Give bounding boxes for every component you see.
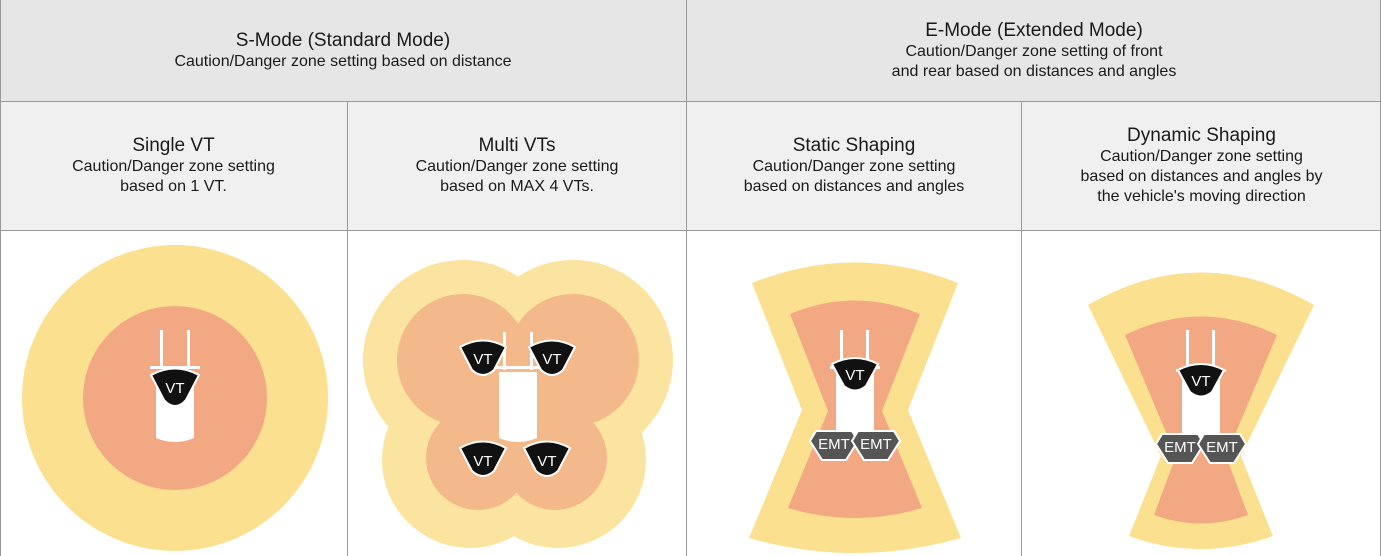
emt-label: EMT	[860, 436, 892, 453]
column-title: Static Shaping	[792, 135, 916, 156]
column-header-dynamic-shaping: Dynamic Shaping Caution/Danger zone sett…	[1022, 102, 1381, 230]
s-mode-description: Caution/Danger zone setting based on dis…	[174, 52, 512, 70]
s-mode-title: S-Mode (Standard Mode)	[235, 29, 451, 51]
e-mode-title: E-Mode (Extended Mode)	[925, 19, 1143, 41]
column-line2: based on 1 VT.	[120, 178, 227, 195]
dynamic-shaping-diagram: VT EMT EMT	[1088, 272, 1314, 549]
column-divider	[1021, 101, 1022, 556]
column-title: Multi VTs	[478, 135, 556, 156]
s-mode-header: S-Mode (Standard Mode) Caution/Danger zo…	[0, 0, 686, 101]
column-line1: Caution/Danger zone setting	[752, 158, 956, 175]
vt-label: VT	[165, 380, 184, 397]
single-vt-diagram: VT	[22, 245, 328, 551]
vt-label: VT	[845, 367, 864, 384]
column-header-multi-vts: Multi VTs Caution/Danger zone setting ba…	[348, 102, 686, 230]
vt-tag: VT	[527, 339, 577, 376]
outer-border-left	[0, 0, 1, 556]
vt-tag: VT	[458, 440, 508, 477]
multi-vts-diagram: VT VT VT VT	[363, 260, 673, 548]
column-title: Single VT	[132, 135, 215, 156]
column-line3: the vehicle's moving direction	[1097, 188, 1306, 205]
e-mode-description-line1: Caution/Danger zone setting of front	[905, 42, 1163, 60]
emt-label: EMT	[818, 436, 850, 453]
emt-label: EMT	[1164, 439, 1196, 456]
mode-divider	[686, 0, 687, 556]
emt-tag: EMT	[808, 430, 860, 461]
column-line2: based on distances and angles	[743, 178, 965, 195]
subheader-divider	[0, 230, 1381, 231]
e-mode-description-line2: and rear based on distances and angles	[891, 62, 1177, 80]
column-header-single-vt: Single VT Caution/Danger zone setting ba…	[0, 102, 347, 230]
vt-label: VT	[473, 351, 492, 368]
vt-tag: VT	[149, 367, 201, 407]
column-title: Dynamic Shaping	[1127, 125, 1276, 146]
emt-tag: EMT	[850, 430, 902, 461]
column-line1: Caution/Danger zone setting	[415, 158, 619, 175]
vt-label: VT	[537, 453, 556, 470]
vt-tag: VT	[830, 357, 880, 392]
vt-tag: VT	[1176, 363, 1226, 398]
emt-tag: EMT	[1196, 433, 1248, 464]
vt-tag: VT	[522, 440, 572, 477]
vt-label: VT	[1191, 373, 1210, 390]
vt-label: VT	[473, 453, 492, 470]
column-divider	[347, 101, 348, 556]
static-shaping-diagram: VT EMT EMT	[749, 262, 961, 553]
emt-label: EMT	[1206, 439, 1238, 456]
vt-tag: VT	[458, 339, 508, 376]
vt-label: VT	[542, 351, 561, 368]
column-line1: Caution/Danger zone setting	[1100, 148, 1303, 165]
column-line2: based on MAX 4 VTs.	[440, 178, 594, 195]
column-header-static-shaping: Static Shaping Caution/Danger zone setti…	[687, 102, 1021, 230]
e-mode-header: E-Mode (Extended Mode) Caution/Danger zo…	[687, 0, 1381, 101]
header-divider	[0, 101, 1381, 102]
emt-tag: EMT	[1154, 433, 1206, 464]
column-line2: based on distances and angles by	[1080, 168, 1323, 185]
column-line1: Caution/Danger zone setting	[72, 158, 275, 175]
